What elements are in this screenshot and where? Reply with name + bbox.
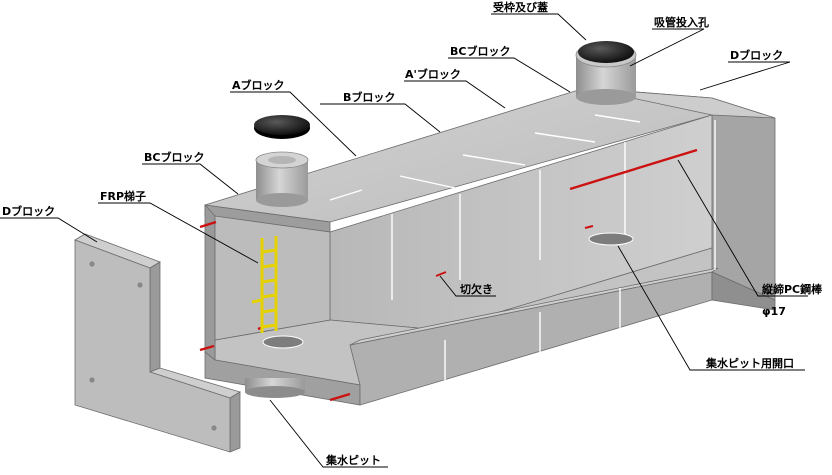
label-lid: 受枠及び蓋 <box>493 0 548 14</box>
label-b-block: Bブロック <box>343 90 395 104</box>
bolt-hole <box>211 425 217 431</box>
label-frp-ladder: FRP梯子 <box>100 189 146 203</box>
label-d-block-left: Dブロック <box>2 204 55 218</box>
label-bc-block-top: BCブロック <box>450 44 510 58</box>
front-low-wall-top <box>349 267 719 346</box>
left-inner-wall <box>214 215 331 341</box>
label-sump-pit: 集水ピット <box>325 453 381 467</box>
left-shaft <box>255 151 309 207</box>
left-lid-top <box>254 115 310 135</box>
right-base <box>711 271 776 311</box>
label-pc-rod-dia: φ17 <box>762 305 786 318</box>
label-notch: 切欠き <box>460 282 493 296</box>
bolt-hole <box>89 377 95 383</box>
label-pit-opening: 集水ピット用開口 <box>705 356 794 370</box>
label-pc-rod: 縦締PC鋼棒 <box>762 282 823 296</box>
bolt-hole <box>137 282 143 288</box>
label-bc-block-left: BCブロック <box>144 150 204 164</box>
notch-mark <box>435 271 447 277</box>
leader-lines <box>0 13 808 468</box>
left-floor-opening <box>262 335 304 349</box>
labels: 受枠及び蓋 吸管投入孔 Dブロック BCブロック A'ブロック Aブロック Bブ… <box>2 0 823 467</box>
label-a-block: Aブロック <box>232 78 285 92</box>
bolt-hole <box>89 261 95 267</box>
notch-mark-2 <box>584 225 594 229</box>
frp-ladder <box>251 236 278 333</box>
pit-opening-shape <box>588 232 634 246</box>
label-d-block-right: Dブロック <box>730 48 783 62</box>
block-seams <box>329 114 716 392</box>
label-a-prime-block: A'ブロック <box>405 67 461 81</box>
right-shaft <box>575 41 637 105</box>
left-end-edge <box>204 203 216 361</box>
detached-d-block <box>74 233 241 453</box>
right-end-face <box>711 97 776 301</box>
label-pipe-inlet: 吸管投入孔 <box>654 15 709 29</box>
right-lid <box>578 41 634 63</box>
sump-pit-shape <box>245 378 305 398</box>
